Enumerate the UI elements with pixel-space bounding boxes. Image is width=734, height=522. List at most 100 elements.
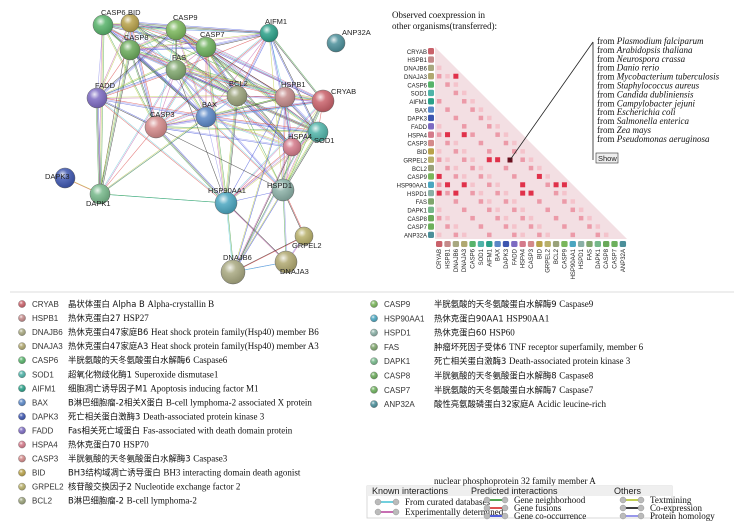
matrix-col-label: CASP7 (613, 248, 619, 268)
matrix-row-casp7: CASP7 (407, 223, 434, 231)
matrix-cell (520, 207, 525, 213)
legend-abbr: SOD1 (32, 370, 54, 379)
network-edge (235, 32, 269, 96)
matrix-cell (436, 99, 442, 104)
organism-item: from Arabidopsis thaliana (597, 45, 693, 55)
legend-abbr: FADD (32, 426, 54, 435)
legend-cn: 半胱氨酸的天冬氨酸蛋白水解酶6 (68, 355, 193, 365)
network-edge (269, 32, 324, 101)
matrix-cell (478, 174, 484, 179)
network-edge (206, 115, 293, 147)
matrix-cell (503, 165, 509, 171)
organism-name: Zea mays (617, 125, 652, 135)
node-label: FADD (95, 81, 116, 90)
node-shine (87, 88, 107, 108)
node-hspd1[interactable]: HSPD1 (267, 178, 295, 202)
network-edge (130, 21, 270, 33)
organism-item: from Neurospora crassa (597, 54, 686, 64)
legend-cn: BH3结构域凋亡诱导蛋白 (68, 468, 163, 478)
legend-en: Nucleotide exchange factor 2 (135, 482, 241, 492)
matrix-cell (470, 190, 475, 196)
matrix-row-chip (428, 223, 434, 230)
matrix-cell (578, 207, 584, 213)
network-edge (156, 126, 293, 147)
legend-description: 死亡相关蛋白激酶3 Death-associated protein kinas… (434, 356, 631, 366)
matrix-cell (461, 232, 467, 238)
legend-node-shine (370, 314, 378, 322)
network-edge (237, 33, 271, 97)
node-hsp90aa1[interactable]: HSP90AA1 (208, 186, 246, 215)
node-casp6[interactable]: CASP6 (92, 8, 126, 36)
matrix-cell (595, 224, 601, 229)
organism-prefix: from (597, 81, 617, 91)
node-fas[interactable]: FAS (165, 53, 187, 81)
matrix-row-label: CASP9 (407, 175, 427, 181)
matrix-cell (545, 174, 550, 179)
node-cryab[interactable]: CRYAB (311, 87, 356, 113)
show-button[interactable] (595, 152, 619, 164)
network-edge (155, 32, 270, 128)
matrix-cell (553, 190, 559, 196)
matrix-col-dapk1: DAPK1 (594, 241, 602, 269)
node-aifm1[interactable]: AIFM1 (259, 17, 287, 43)
node-casp7[interactable]: CASP7 (195, 30, 225, 58)
matrix-cell (470, 107, 475, 112)
matrix-cell (512, 174, 517, 179)
matrix-row-label: DAPK1 (407, 209, 427, 215)
node-bid[interactable]: BID (120, 8, 141, 33)
node-casp9[interactable]: CASP9 (165, 13, 198, 41)
matrix-cell (453, 115, 459, 121)
legend-abbr: HSPB1 (32, 314, 59, 323)
node-hspa4[interactable]: HSPA4 (282, 132, 312, 157)
node-bcl2[interactable]: BCL2 (226, 79, 248, 107)
network-edge (268, 33, 318, 133)
legend-en: TNF receptor superfamily, member 6 (509, 342, 644, 352)
legend-abbr: BAX (32, 398, 49, 407)
node-sod1[interactable]: SOD1 (307, 121, 334, 145)
node-shine (221, 260, 245, 284)
legend-description: 半胱氨酸的天冬氨酸蛋白水解酶8 Caspase8 (434, 371, 594, 381)
legend-abbr: CASP6 (32, 356, 59, 365)
node-label: DAPK1 (86, 199, 111, 208)
node-dnajb6[interactable]: DNAJB6 (220, 253, 252, 285)
node-anp32a[interactable]: ANP32A (326, 28, 371, 53)
node-hspb1[interactable]: HSPB1 (274, 80, 306, 108)
matrix-cell (445, 224, 450, 229)
node-label: CASP9 (173, 13, 198, 22)
matrix-row-chip (428, 164, 434, 172)
node-casp8[interactable]: CASP8 (119, 33, 149, 61)
organism-item: from Salmonella enterica (597, 116, 689, 126)
node-bax[interactable]: BAX (195, 100, 217, 128)
node-casp3[interactable]: CASP3 (144, 110, 175, 139)
network-edge (226, 147, 293, 204)
node-grpel2[interactable]: GRPEL2 (292, 226, 322, 250)
matrix-cell (453, 73, 459, 79)
node-fadd[interactable]: FADD (86, 81, 116, 109)
matrix-col-label: DNAJB6 (454, 248, 460, 272)
node-dnaja3[interactable]: DNAJA3 (274, 250, 309, 276)
matrix-cell (445, 157, 450, 162)
network-edge (155, 95, 238, 128)
matrix-row-chip (428, 231, 434, 239)
organism-name: Danio rerio (616, 63, 660, 73)
matrix-cell (520, 190, 526, 196)
matrix-col-chip (611, 241, 618, 248)
key-node-left (619, 496, 627, 504)
matrix-row-chip (428, 64, 434, 72)
node-dapk1[interactable]: DAPK1 (86, 183, 111, 208)
matrix-row-sod1: SOD1 (411, 89, 434, 98)
matrix-cell (512, 149, 517, 154)
network-edge (205, 117, 318, 134)
node-dapk3[interactable]: DAPK3 (45, 167, 76, 189)
key-node-right (637, 512, 645, 520)
legend-node-shine (370, 343, 378, 351)
matrix-cell (445, 73, 450, 79)
matrix-row-label: CASP3 (407, 142, 427, 148)
matrix-cell (453, 82, 459, 87)
matrix-cell (453, 149, 459, 154)
key-from-curated-databases: From curated databases (374, 497, 490, 507)
